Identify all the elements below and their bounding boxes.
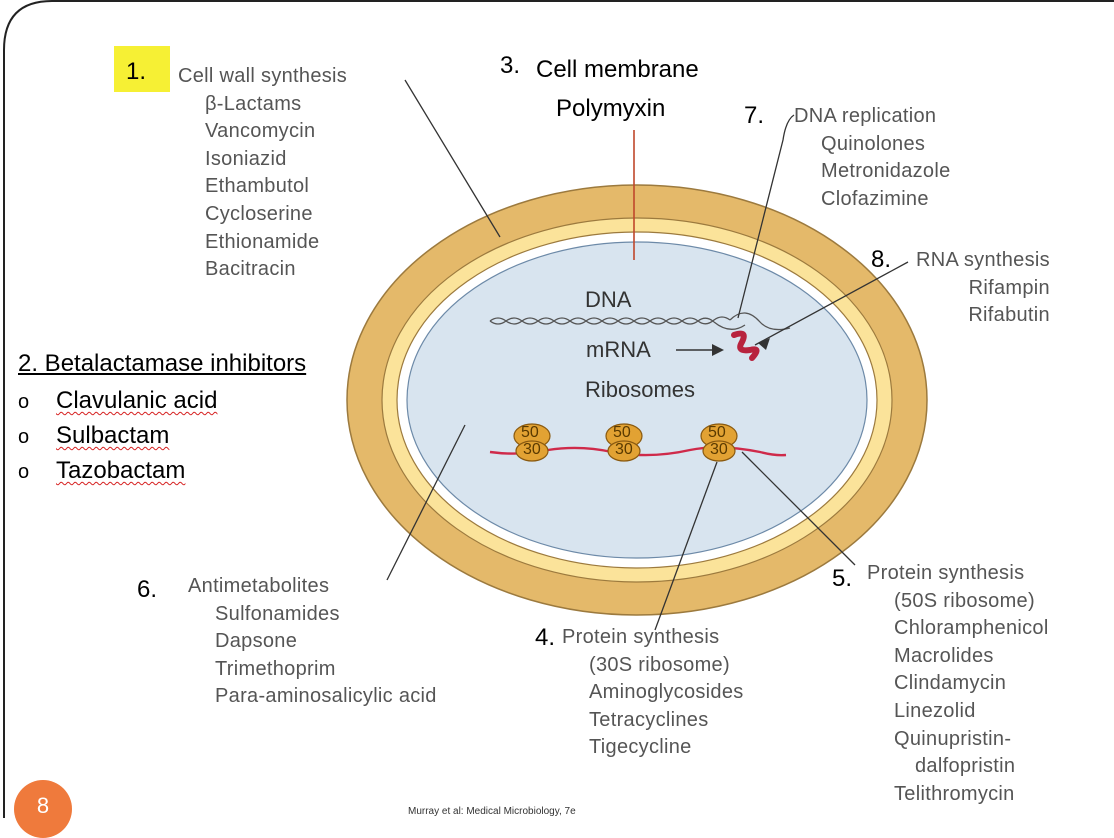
page-number: 8 — [14, 780, 72, 838]
antimetabolites-drug: Trimethoprim — [215, 657, 336, 680]
ribosome-3 — [700, 423, 738, 462]
ribosomes-label: Ribosomes — [585, 377, 696, 402]
protein-50s-drug: Macrolides — [894, 644, 994, 667]
list-item: o Clavulanic acid — [18, 383, 217, 418]
bullet-icon: o — [18, 426, 30, 448]
cell-membrane-number: 3. — [500, 52, 521, 79]
dna-replication-title: DNA replication — [794, 105, 937, 127]
leader-antimetabolites — [386, 424, 466, 581]
rna-synthesis-drug: Rifampin — [968, 276, 1050, 299]
leader-dna-replication — [737, 114, 795, 319]
protein-30s-group: Protein synthesis (30S ribosome) Aminogl… — [562, 624, 744, 762]
betalactamase-drug: Tazobactam — [56, 457, 186, 484]
dna-replication-drug: Clofazimine — [821, 187, 929, 210]
protein-30s-drug: Tigecycline — [589, 736, 692, 759]
protein-30s-number: 4. — [535, 624, 556, 651]
leader-lines — [386, 79, 909, 631]
ribosome-1-50: 50 — [521, 424, 539, 441]
dna-replication-drug: Metronidazole — [821, 160, 951, 183]
protein-50s-title: Protein synthesis — [867, 562, 1025, 584]
leader-30s — [654, 461, 718, 631]
rna-synthesis-drug: Rifabutin — [968, 304, 1050, 327]
cell-wall-drug: Vancomycin — [205, 120, 316, 143]
list-item: o Tazobactam — [18, 453, 217, 488]
antimetabolites-drug: Dapsone — [215, 630, 298, 653]
mrna-squiggle — [731, 330, 760, 361]
antimetabolites-title: Antimetabolites — [188, 575, 330, 597]
ribosome-1 — [513, 423, 551, 462]
cell-wall-drug: β-Lactams — [205, 92, 302, 115]
cell-wall-title: Cell wall synthesis — [178, 65, 348, 87]
protein-50s-subtitle: (50S ribosome) — [894, 589, 1035, 612]
protein-50s-drug: Linezolid — [894, 699, 976, 722]
cell-wall-number: 1. — [126, 58, 147, 85]
betalactamase-drug: Sulbactam — [56, 422, 170, 449]
rna-arrowhead — [758, 338, 770, 350]
antimetabolites-drug: Para-aminosalicylic acid — [215, 685, 437, 708]
cell-membrane-title: Cell membrane — [536, 56, 699, 83]
dna-label: DNA — [585, 287, 632, 312]
cell-diagram — [3, 0, 1114, 818]
ribosome-1-30: 30 — [523, 441, 541, 458]
leader-cell-wall — [404, 79, 501, 238]
cell-wall-drug: Bacitracin — [205, 258, 296, 281]
rna-synthesis-number: 8. — [871, 246, 892, 273]
cell-wall-drug: Cycloserine — [205, 202, 313, 225]
protein-50s-group: Protein synthesis (50S ribosome) Chloram… — [867, 560, 1049, 808]
cell-wall-drug: Ethionamide — [205, 230, 320, 253]
protein-50s-drug: Telithromycin — [894, 782, 1015, 805]
dna-replication-group: DNA replication Quinolones Metronidazole… — [794, 103, 951, 213]
ribosome-2-50: 50 — [613, 424, 631, 441]
rna-synthesis-title: RNA synthesis — [916, 249, 1050, 271]
protein-50s-drug: Quinupristin- — [894, 727, 1012, 750]
dna-replication-number: 7. — [744, 102, 765, 129]
antimetabolites-number: 6. — [137, 576, 158, 603]
bullet-icon: o — [18, 391, 30, 413]
antimetabolites-group: Antimetabolites Sulfonamides Dapsone Tri… — [188, 573, 437, 711]
highlight-badge — [114, 46, 170, 92]
antimetabolites-drug: Sulfonamides — [215, 602, 340, 625]
betalactamase-drug: Clavulanic acid — [56, 387, 218, 414]
leader-50s — [741, 451, 856, 566]
leader-rna-synthesis — [754, 261, 909, 346]
protein-30s-drug: Aminoglycosides — [589, 681, 744, 704]
protein-50s-drug: dalfopristin — [915, 755, 1016, 778]
slide-border — [3, 0, 1114, 818]
bullet-icon: o — [18, 461, 30, 483]
protein-30s-drug: Tetracyclines — [589, 708, 709, 731]
ribosome-2 — [605, 423, 643, 462]
protein-50s-number: 5. — [832, 565, 853, 592]
cell-membrane-drug: Polymyxin — [556, 95, 666, 122]
dna-replication-drug: Quinolones — [821, 132, 926, 155]
protein-30s-subtitle: (30S ribosome) — [589, 653, 730, 676]
cell-wall-drug: Ethambutol — [205, 175, 310, 198]
rna-synthesis-group: RNA synthesis Rifampin Rifabutin — [916, 247, 1050, 330]
cell-wall-group: Cell wall synthesis β-Lactams Vancomycin… — [178, 63, 347, 284]
citation: Murray et al: Medical Microbiology, 7e — [408, 806, 576, 817]
ribosome-2-30: 30 — [615, 441, 633, 458]
mrna-arrowhead — [712, 344, 724, 356]
list-item: o Sulbactam — [18, 418, 217, 453]
ribosome-3-50: 50 — [708, 424, 726, 441]
cell-wall-drug: Isoniazid — [205, 147, 287, 170]
ribosome-3-30: 30 — [710, 441, 728, 458]
mrna-label: mRNA — [586, 337, 651, 362]
betalactamase-title: 2. Betalactamase inhibitors — [18, 350, 307, 377]
protein-30s-title: Protein synthesis — [562, 626, 720, 648]
protein-50s-drug: Chloramphenicol — [894, 617, 1049, 640]
protein-50s-drug: Clindamycin — [894, 672, 1007, 695]
